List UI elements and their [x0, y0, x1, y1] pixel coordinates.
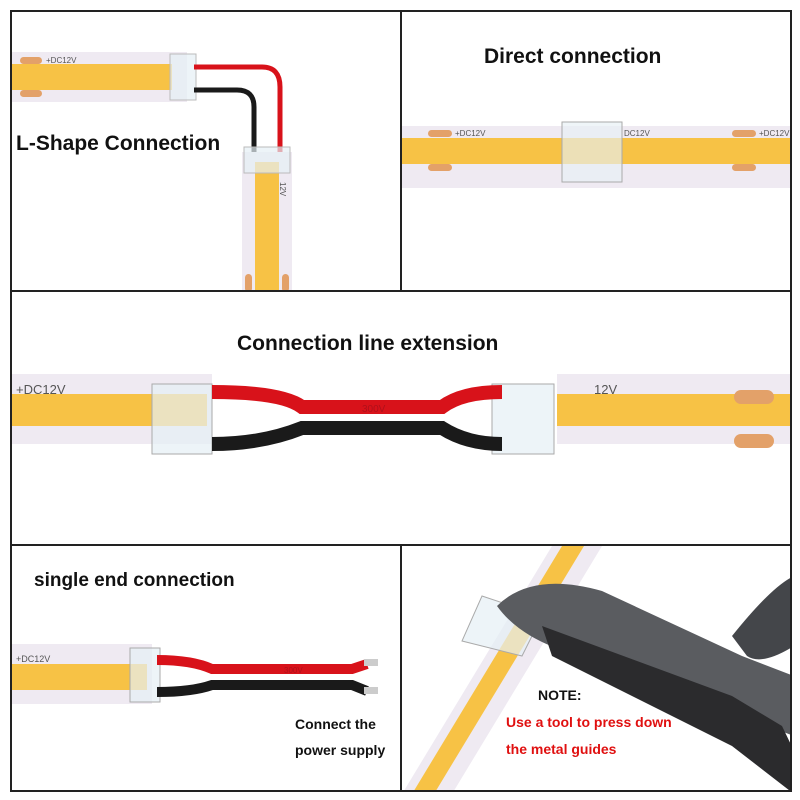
- extension-polarity-label: +DC12V: [16, 382, 66, 397]
- panel-direct: +DC12V DC12V +DC12V Direct connection: [400, 10, 792, 292]
- single-end-wire-print: 300V: [284, 666, 303, 675]
- panel-l-shape: +DC12V 12V L-Shape Connection: [10, 10, 402, 292]
- note-heading: NOTE:: [538, 687, 582, 703]
- panel-tool: NOTE: Use a tool to press down the metal…: [400, 544, 792, 792]
- power-supply-caption-line1: Connect the: [295, 716, 376, 732]
- single-end-title: single end connection: [34, 570, 235, 591]
- l-shape-title: L-Shape Connection: [16, 132, 221, 155]
- extension-wire-print: 300V: [362, 404, 386, 415]
- panel-single-end: +DC12V 300V single end connection Connec…: [10, 544, 402, 792]
- extension-polarity-label-right: 12V: [594, 382, 617, 397]
- direct-polarity-label-right: +DC12V: [759, 129, 790, 138]
- panel-extension: +DC12V 12V 300V Connection line extensio…: [10, 290, 792, 546]
- note-line-2: the metal guides: [506, 741, 617, 757]
- direct-polarity-label: +DC12V: [455, 129, 486, 138]
- note-line-1: Use a tool to press down: [506, 714, 672, 730]
- power-supply-caption-line2: power supply: [295, 742, 386, 758]
- extension-illustration: +DC12V 12V 300V: [12, 374, 790, 455]
- l-shape-polarity-label: +DC12V: [46, 56, 77, 65]
- extension-title: Connection line extension: [237, 332, 499, 355]
- direct-illustration: +DC12V DC12V +DC12V: [402, 121, 790, 188]
- direct-title: Direct connection: [484, 45, 662, 68]
- l-shape-illustration: +DC12V 12V: [12, 52, 292, 290]
- single-end-illustration: +DC12V 300V: [12, 644, 378, 704]
- single-end-polarity-label: +DC12V: [16, 654, 50, 664]
- l-shape-polarity-label-rotated: 12V: [278, 182, 287, 197]
- pliers-illustration: [404, 546, 790, 790]
- direct-polarity-label-mid: DC12V: [624, 129, 650, 138]
